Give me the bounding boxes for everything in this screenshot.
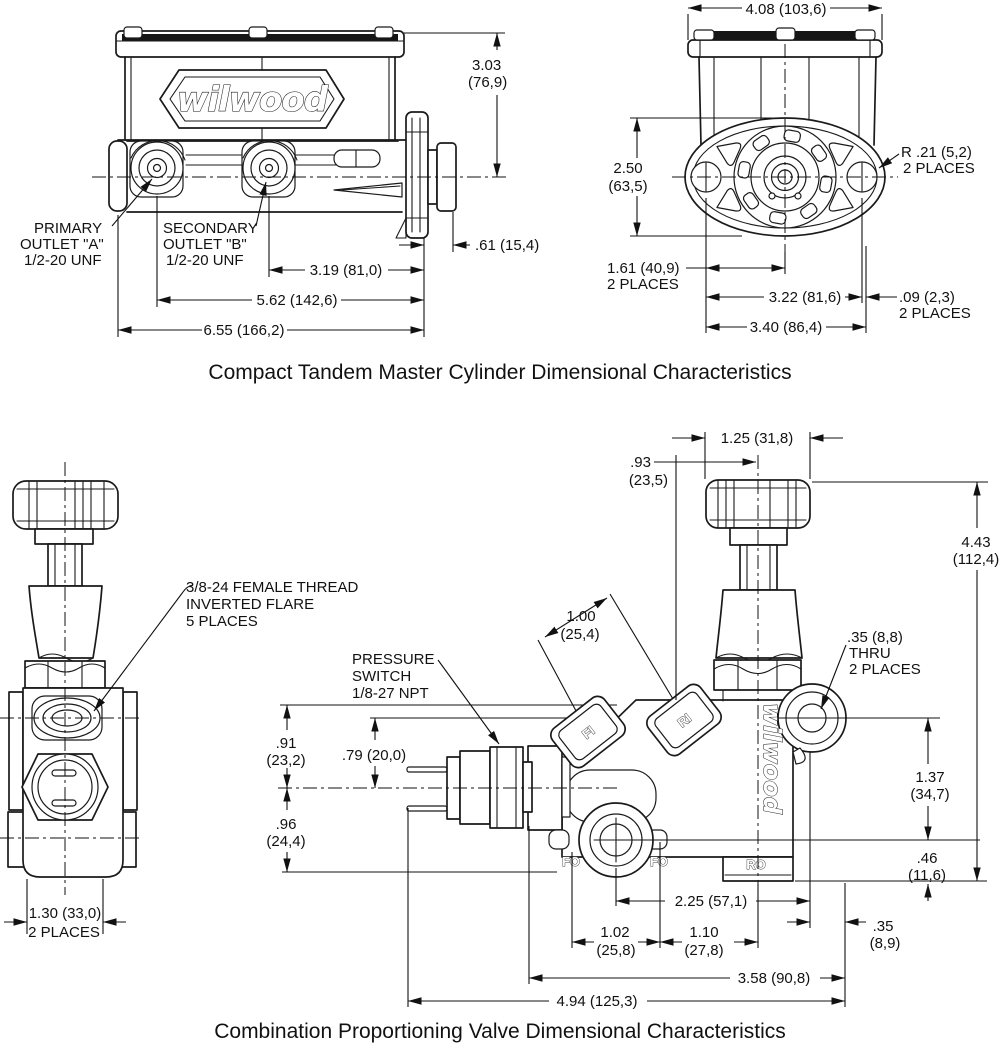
mc-end-dimensions: 2.50 (63,5) R .21 (5,2) 2 PLACES 1.61 (4… xyxy=(607,117,975,336)
dim-valve-overall-w: 4.94 (125,3) xyxy=(557,993,638,1010)
dim-mc-height-mm: (76,9) xyxy=(468,74,507,91)
dim-mc-end-bolt-note: 2 PLACES xyxy=(607,276,679,293)
dim-valve-span: 2.25 (57,1) xyxy=(675,893,748,910)
label-pressure-2: SWITCH xyxy=(352,668,411,685)
master-cylinder-end-view: 4.08 (103,6) xyxy=(607,1,975,336)
dim-valve-lower-mm: (24,4) xyxy=(266,833,305,850)
dim-mc-height-in: 3.03 xyxy=(472,57,501,74)
dim-mc-end-offset-note: 2 PLACES xyxy=(899,305,971,322)
valve-end-view: 1.30 (33,0) 2 PLACES 3/8-24 FEMALE THREA… xyxy=(0,462,358,941)
label-primary-2: OUTLET "A" xyxy=(20,236,104,253)
label-ro: RO xyxy=(746,857,766,872)
dim-mc-outlet-b: 3.19 (81,0) xyxy=(310,262,383,279)
dim-valve-height-in: 4.43 xyxy=(961,534,990,551)
secondary-outlet-port xyxy=(241,139,298,198)
label-primary-3: 1/2-20 UNF xyxy=(24,252,102,269)
dim-mc-end-radius: R .21 (5,2) xyxy=(901,144,972,161)
mc-pushrod-spear xyxy=(333,182,403,198)
mc-outlet-labels: PRIMARY OUTLET "A" 1/2-20 UNF SECONDARY … xyxy=(20,178,267,269)
dim-mc-end-height-mm: (63,5) xyxy=(608,178,647,195)
mc-end-width-dim: 4.08 (103,6) xyxy=(687,1,883,40)
dim-valve-knob: 1.25 (31,8) xyxy=(721,430,794,447)
label-thread-3: 5 PLACES xyxy=(186,613,258,630)
dim-valve-thru-3: 2 PLACES xyxy=(849,661,921,678)
dim-valve-ro-mm: (27,8) xyxy=(684,942,723,959)
label-fo2: FO xyxy=(650,854,668,869)
label-thread-1: 3/8-24 FEMALE THREAD xyxy=(186,579,358,596)
dim-valve-upper-mm: (23,2) xyxy=(266,752,305,769)
dim-mc-end-offset: .09 (2,3) xyxy=(899,289,955,306)
label-primary-1: PRIMARY xyxy=(34,220,102,237)
dim-valve-base-mm: (11,6) xyxy=(908,867,946,884)
dim-valve-boss-in: 1.37 xyxy=(915,769,944,786)
label-pressure-3: 1/8-27 NPT xyxy=(352,685,429,702)
dim-valve-fo-mm: (25,8) xyxy=(596,942,635,959)
dim-valve-edge-mm: (8,9) xyxy=(870,935,901,952)
dim-valve-ro-in: 1.10 xyxy=(689,924,718,941)
mc-reservoir-lid xyxy=(115,26,405,58)
valve-side-boot xyxy=(715,589,803,663)
pressure-switch-callout: PRESSURE SWITCH 1/8-27 NPT xyxy=(352,651,500,745)
dim-mc-end-spacing: 3.22 (81,6) xyxy=(769,289,842,306)
dim-valve-upper-in: .91 xyxy=(276,735,297,752)
dim-valve-end-width: 1.30 (33,0) xyxy=(29,905,102,922)
mc-end-reservoir xyxy=(698,56,877,146)
mc-end-scallop-ring xyxy=(737,129,833,225)
dim-valve-switch-ht: .79 (20,0) xyxy=(342,747,406,764)
ri-port-tab: RI xyxy=(646,683,722,757)
mc-bleed-fitting xyxy=(333,149,381,168)
dim-valve-base-in: .46 xyxy=(917,850,938,867)
label-secondary-1: SECONDARY xyxy=(163,220,258,237)
dim-valve-lower-in: .96 xyxy=(276,816,297,833)
dim-mc-outlet-a: 5.62 (142,6) xyxy=(257,292,338,309)
dim-mc-end-overall: 3.40 (86,4) xyxy=(750,319,823,336)
valve-side-dimensions: 1.25 (31,8) .93 (23,5) 4.43 (112,4) 1.00… xyxy=(266,430,999,1010)
valve-end-top-port xyxy=(31,695,103,741)
dim-mc-end-width: 4.08 (103,6) xyxy=(746,1,827,18)
dim-valve-body-w: 3.58 (90,8) xyxy=(738,970,811,987)
dim-valve-thru-1: .35 (8,8) xyxy=(847,629,903,646)
label-pressure-1: PRESSURE xyxy=(352,651,435,668)
valve-end-knob-base xyxy=(34,528,94,545)
master-cylinder-side-view: wilwood xyxy=(20,26,539,339)
mc-mounting-flange xyxy=(395,111,429,239)
dim-valve-boss-mm: (34,7) xyxy=(910,786,949,803)
label-thread-2: INVERTED FLARE xyxy=(186,596,314,613)
dim-mc-end-radius-note: 2 PLACES xyxy=(903,160,975,177)
mc-reservoir-body xyxy=(117,56,409,143)
dim-valve-edge-in: .35 xyxy=(873,918,894,935)
dim-valve-offset-mm: (23,5) xyxy=(629,472,668,489)
mc-side-dimensions: 3.03 (76,9) .61 (15,4) 3.19 (81,0) 5.62 … xyxy=(117,32,539,339)
dim-valve-fo-in: 1.02 xyxy=(600,924,629,941)
dim-valve-end-width-note: 2 PLACES xyxy=(28,924,100,941)
caption-master-cylinder: Compact Tandem Master Cylinder Dimension… xyxy=(208,361,791,384)
primary-outlet-port xyxy=(129,139,186,198)
dim-mc-end-height-in: 2.50 xyxy=(613,160,642,177)
label-secondary-3: 1/2-20 UNF xyxy=(166,252,244,269)
dim-valve-offset-in: .93 xyxy=(630,454,651,471)
fi-port-tab: FI xyxy=(550,695,626,769)
label-fo1: FO xyxy=(562,854,580,869)
dim-valve-height-mm: (112,4) xyxy=(953,551,999,568)
valve-side-view: FI RI xyxy=(266,430,999,1010)
caption-prop-valve: Combination Proportioning Valve Dimensio… xyxy=(214,1020,786,1043)
dim-valve-port-in: 1.00 xyxy=(566,608,595,625)
dim-mc-snout: .61 (15,4) xyxy=(475,237,539,254)
thread-callout: 3/8-24 FEMALE THREAD INVERTED FLARE 5 PL… xyxy=(93,579,358,712)
valve-end-width-dim: 1.30 (33,0) 2 PLACES xyxy=(4,879,126,941)
dim-valve-thru-2: THRU xyxy=(849,645,891,662)
wilwood-badge: wilwood xyxy=(159,69,345,129)
wilwood-logo-text: wilwood xyxy=(177,80,329,120)
label-secondary-2: OUTLET "B" xyxy=(163,236,247,253)
dim-valve-port-mm: (25,4) xyxy=(560,626,599,643)
wilwood-vertical-logo: wilwood xyxy=(758,703,786,815)
dim-mc-end-bolt: 1.61 (40,9) xyxy=(607,260,680,277)
dim-mc-overall: 6.55 (166,2) xyxy=(204,322,285,339)
